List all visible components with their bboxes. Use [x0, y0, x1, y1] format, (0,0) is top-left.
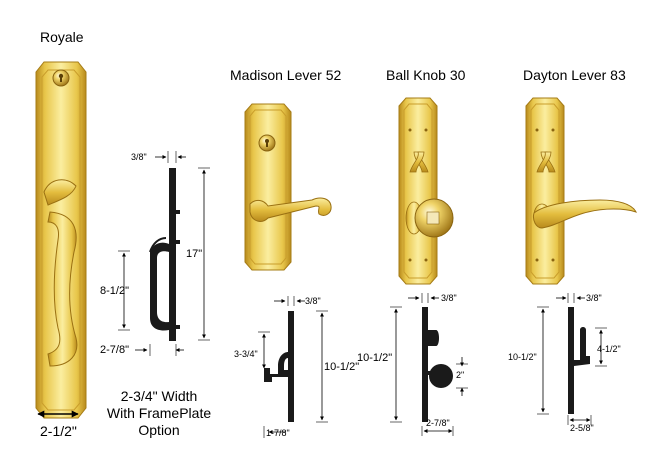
madison-height-dim: 10-1/2"	[324, 361, 360, 373]
keyhole-icon	[52, 69, 70, 87]
dayton-drop-dim: 4-1/2"	[597, 344, 621, 354]
madison-title: Madison Lever 52	[230, 67, 342, 83]
ballknob-offset-dim: 3/8"	[441, 293, 457, 303]
madison-profile-drawing	[258, 296, 328, 438]
ballknob-projection-dim: 2-7/8"	[426, 418, 450, 428]
madison-projection-dim: 1-7/8"	[266, 428, 290, 438]
dayton-profile-drawing	[537, 293, 607, 425]
dayton-projection-dim: 2-5/8"	[570, 423, 594, 433]
caption-line-2: With FramePlate	[106, 405, 212, 421]
royale-grip-dim: 8-1/2"	[100, 285, 129, 297]
dayton-offset-dim: 3/8"	[586, 293, 602, 303]
frameplate-caption: 2-3/4" Width With FramePlate Option	[106, 388, 212, 439]
dayton-title: Dayton Lever 83	[523, 67, 626, 83]
royale-handleset-photo	[35, 61, 87, 419]
madison-lever-photo	[244, 103, 332, 271]
ballknob-diameter-dim: 2"	[456, 370, 465, 380]
royale-profile-drawing	[118, 151, 210, 356]
royale-width-dim: 2-1/2"	[40, 423, 77, 439]
caption-line-1: 2-3/4" Width	[120, 388, 198, 404]
ball-knob-profile-drawing	[390, 293, 468, 436]
madison-drop-dim: 3-3/4"	[234, 349, 258, 359]
caption-line-3: Option	[138, 422, 180, 438]
dayton-height-dim: 10-1/2"	[508, 352, 537, 362]
royale-projection-dim: 2-7/8"	[100, 344, 129, 356]
madison-offset-dim: 3/8"	[305, 296, 321, 306]
ballknob-height-dim: 10-1/2"	[357, 352, 393, 364]
ballknob-title: Ball Knob 30	[386, 67, 466, 83]
dayton-lever-photo	[525, 97, 637, 285]
keyhole-icon	[258, 134, 276, 152]
ball-knob-photo	[398, 97, 454, 285]
royale-height-dim: 17"	[186, 248, 203, 260]
royale-title: Royale	[40, 29, 84, 45]
royale-offset-dim: 3/8"	[131, 152, 147, 162]
